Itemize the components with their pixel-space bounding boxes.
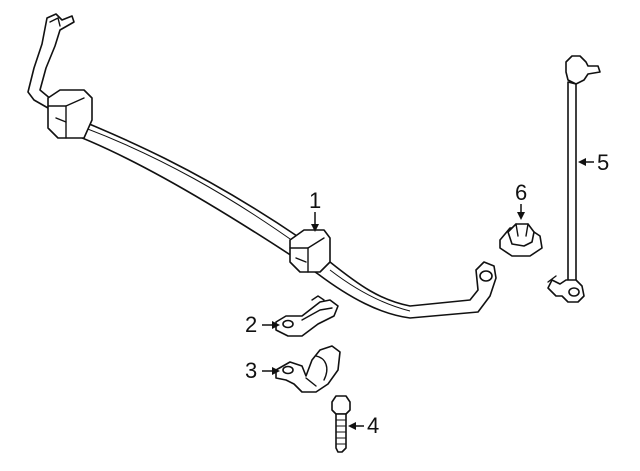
callout-number-2: 2 [245, 312, 257, 337]
clamp-bushing[interactable] [275, 345, 341, 393]
callout-3: 3 [245, 358, 280, 383]
arrowhead-4 [348, 422, 356, 430]
callout-4: 4 [348, 413, 379, 438]
callout-2: 2 [245, 312, 280, 337]
arrowhead-2 [272, 321, 280, 329]
arrowhead-6 [517, 212, 525, 220]
callout-number-4: 4 [367, 413, 379, 438]
nut[interactable] [499, 223, 543, 257]
callout-number-3: 3 [245, 358, 257, 383]
arrowhead-5 [578, 158, 586, 166]
callout-number-1: 1 [309, 188, 321, 213]
callout-number-5: 5 [597, 150, 609, 175]
stabilizer-link[interactable] [547, 55, 601, 303]
bushing-bracket[interactable] [275, 295, 339, 337]
callout-5: 5 [578, 150, 609, 175]
bolt[interactable] [331, 395, 351, 453]
callout-number-6: 6 [515, 180, 527, 205]
callout-1: 1 [309, 188, 321, 232]
callout-6: 6 [515, 180, 527, 220]
arrowhead-3 [272, 367, 280, 375]
stabilizer-bar[interactable] [27, 13, 497, 319]
arrowhead-1 [311, 224, 319, 232]
right-bushing[interactable] [289, 229, 331, 273]
left-bushing[interactable] [47, 89, 93, 139]
